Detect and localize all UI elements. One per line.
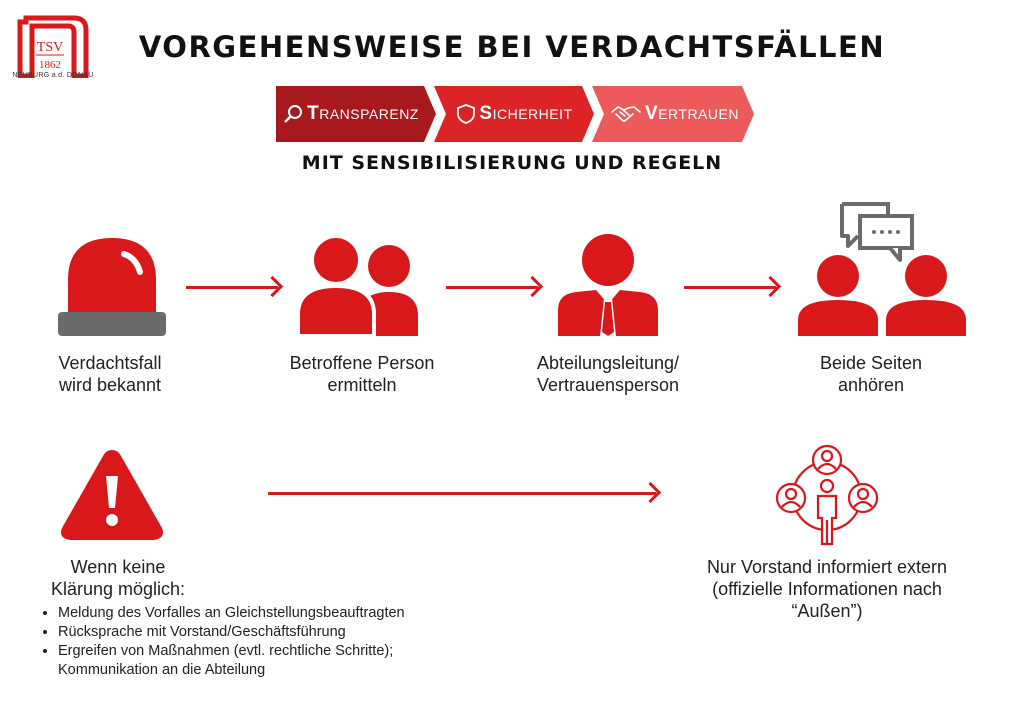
list-item: Rücksprache mit Vorstand/Geschäftsführun…: [58, 623, 405, 642]
step-3-line2: Vertrauensperson: [536, 375, 680, 395]
escalation-actions-list: Meldung des Vorfalles an Gleichstellungs…: [38, 604, 405, 680]
step-1-label: Verdachtsfall wird bekannt: [20, 352, 200, 396]
conversation-icon: [796, 200, 968, 345]
list-item: Meldung des Vorfalles an Gleichstellungs…: [58, 604, 405, 623]
list-item-line1: Ergreifen von Maßnahmen (evtl. rechtlich…: [58, 643, 394, 659]
value-initial: S: [479, 103, 493, 124]
chevron-transparenz: [276, 86, 436, 142]
logo-icon: TSV 1862: [17, 15, 89, 79]
subtitle: MIT SENSIBILISIERUNG UND REGELN: [301, 152, 723, 174]
logo-text-bottom: 1862: [39, 59, 61, 71]
step-2-label: Betroffene Person ermitteln: [262, 352, 462, 396]
network-icon: [772, 444, 882, 553]
step-3-line1: Abteilungsleitung/: [536, 353, 680, 373]
siren-icon: [58, 228, 166, 343]
logo-text-top: TSV: [37, 40, 63, 55]
shield-icon: [457, 104, 476, 124]
step-4-line1: Beide Seiten: [819, 353, 923, 373]
logo-caption: NEUBURG a.d. DONAU: [12, 72, 94, 79]
escalation-label: Wenn keine Klärung möglich:: [18, 556, 218, 600]
flow-arrow-2: [446, 286, 538, 289]
manager-icon: [556, 232, 660, 343]
list-item-line2: Kommunikation an die Abteilung: [58, 662, 266, 678]
value-rest: RANSPARENZ: [319, 106, 419, 122]
warning-icon: [58, 446, 166, 547]
step-2-line1: Betroffene Person: [289, 353, 435, 373]
chevron-vertrauen: [592, 86, 754, 142]
flow-arrow-1: [186, 286, 278, 289]
people-icon: [296, 230, 422, 343]
magnifier-icon: [283, 104, 303, 124]
step-4-line2: anhören: [837, 375, 905, 395]
outcome-line2: (offizielle Informationen nach: [712, 579, 942, 599]
page-title: VORGEHENSWEISE BEI VERDACHTSFÄLLEN: [138, 30, 886, 64]
escalation-line1: Wenn keine: [70, 557, 166, 577]
handshake-icon: [611, 104, 641, 124]
step-3-label: Abteilungsleitung/ Vertrauensperson: [508, 352, 708, 396]
flow-arrow-escalation: [268, 492, 656, 495]
flow-arrow-3: [684, 286, 776, 289]
club-logo: TSV 1862: [12, 12, 92, 90]
list-item: Ergreifen von Maßnahmen (evtl. rechtlich…: [58, 642, 405, 680]
step-2-line2: ermitteln: [327, 375, 397, 395]
value-rest: ERTRAUEN: [658, 106, 739, 122]
outcome-line1: Nur Vorstand informiert extern: [706, 557, 948, 577]
value-initial: V: [645, 103, 659, 124]
step-4-label: Beide Seiten anhören: [786, 352, 956, 396]
value-rest: ICHERHEIT: [492, 106, 573, 122]
outcome-label: Nur Vorstand informiert extern (offiziel…: [672, 556, 982, 622]
escalation-line2: Klärung möglich:: [50, 579, 186, 599]
values-banner: [276, 86, 754, 142]
value-initial: T: [307, 103, 320, 124]
step-1-line2: wird bekannt: [58, 375, 162, 395]
step-1-line1: Verdachtsfall: [58, 353, 162, 373]
chevron-sicherheit: [434, 86, 594, 142]
outcome-line3: “Außen”): [791, 601, 863, 621]
